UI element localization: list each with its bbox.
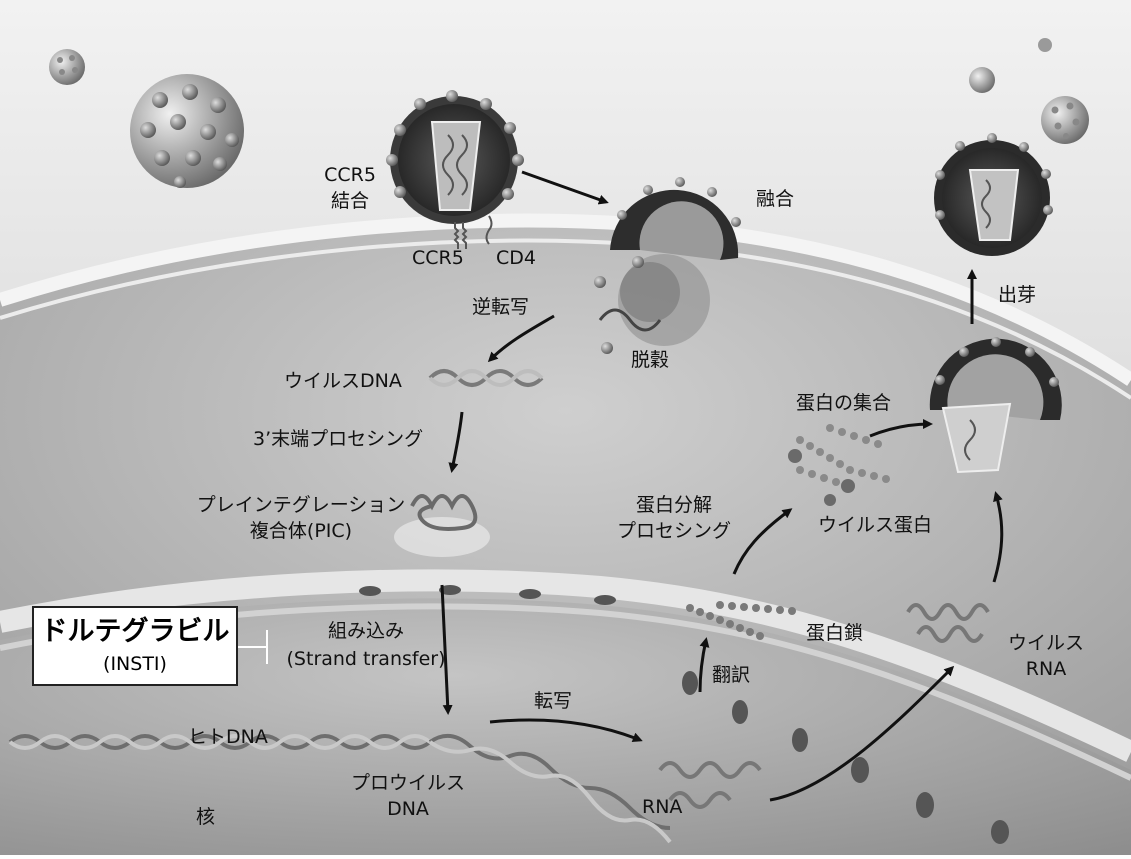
arrow-end-processing [448, 411, 464, 473]
virion-binding [386, 90, 524, 224]
label-rna: RNA [642, 796, 683, 818]
arrow-rna-export [769, 665, 955, 802]
label-human-dna: ヒトDNA [188, 726, 268, 748]
viral-protein-cluster [788, 424, 890, 506]
label-provirus-dna: プロウイルス DNA [350, 772, 466, 820]
label-viral-dna: ウイルスDNA [284, 370, 402, 392]
arrow-to-fusion [521, 170, 609, 205]
label-transcription: 転写 [534, 690, 573, 712]
virion-fusion [610, 177, 741, 260]
viral-dna-helix [428, 369, 544, 387]
label-pic: プレインテグレーション 複合体(PIC) [196, 494, 406, 542]
arrow-proteolytic-processing [732, 508, 793, 575]
inhibition-connector [238, 646, 268, 648]
label-ccr5-binding: CCR5 結合 [324, 164, 376, 212]
label-reverse-transcription: 逆転写 [472, 296, 530, 318]
label-ccr5: CCR5 [412, 247, 464, 269]
drug-class: (INSTI) [103, 653, 167, 675]
virion-assembly [929, 337, 1062, 474]
protein-chain [686, 601, 796, 640]
virion-budding-release [934, 133, 1053, 256]
uncoating-cloud [594, 254, 710, 354]
label-strand-transfer: (Strand transfer) [286, 648, 446, 670]
label-protein-assembly: 蛋白の集合 [796, 392, 892, 414]
label-cd4: CD4 [496, 247, 536, 269]
human-dna [8, 734, 672, 844]
label-end-processing: 3’末端プロセシング [253, 428, 424, 450]
nuclear-pores [359, 585, 1009, 844]
virion-free-small [49, 49, 85, 85]
arrow-integration [440, 584, 453, 715]
label-budding: 出芽 [998, 284, 1037, 306]
pic-complex [394, 494, 490, 557]
inhibition-tee [266, 630, 268, 664]
drug-name: ドルテグラビル [40, 616, 230, 647]
label-viral-rna: ウイルス RNA [1007, 632, 1085, 680]
label-uncoating: 脱穀 [631, 349, 670, 371]
drug-box: ドルテグラビル (INSTI) [32, 606, 238, 686]
arrow-transcription [489, 718, 643, 743]
label-nucleus: 核 [196, 806, 216, 828]
process-arrows [440, 170, 1004, 802]
viral-rna-strand [906, 603, 990, 643]
label-viral-protein: ウイルス蛋白 [818, 514, 933, 536]
label-translation: 翻訳 [712, 664, 751, 686]
arrow-protein-assembly [869, 419, 933, 438]
receptors [453, 215, 493, 249]
arrow-reverse-transcription [487, 314, 555, 363]
label-proteolytic-processing: 蛋白分解 プロセシング [616, 494, 732, 542]
rna-strand [658, 761, 762, 809]
arrow-viral-rna-to-assembly [992, 491, 1004, 583]
label-integration: 組み込み [327, 620, 405, 642]
virion-free-large [130, 74, 244, 188]
nuclear-envelope [0, 569, 1131, 762]
label-fusion: 融合 [756, 188, 795, 210]
arrow-translation [698, 637, 710, 693]
virion-budded-small [969, 38, 1089, 144]
label-protein-chain: 蛋白鎖 [806, 622, 864, 644]
